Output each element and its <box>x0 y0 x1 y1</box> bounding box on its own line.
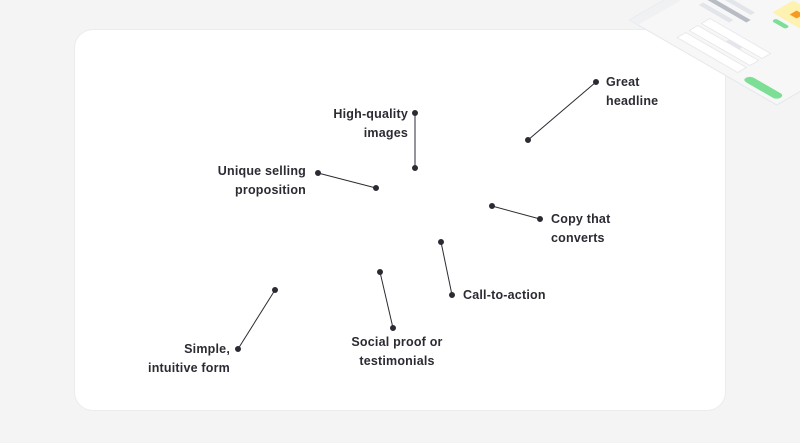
form-field <box>676 32 748 73</box>
testimonial-text <box>716 0 756 15</box>
label-simple-form: Simple,intuitive form <box>148 342 230 375</box>
testimonial-text <box>707 0 751 23</box>
leaders <box>235 79 599 352</box>
form-field <box>688 25 760 66</box>
form-field <box>700 18 772 59</box>
mockup <box>628 0 800 106</box>
usp-icon-2 <box>789 10 800 19</box>
testimonial-text <box>698 2 734 23</box>
diagram-card <box>75 30 725 410</box>
cta-button <box>772 19 789 29</box>
form-submit <box>744 76 783 99</box>
label-call-to-action: Call-to-action <box>463 288 546 302</box>
